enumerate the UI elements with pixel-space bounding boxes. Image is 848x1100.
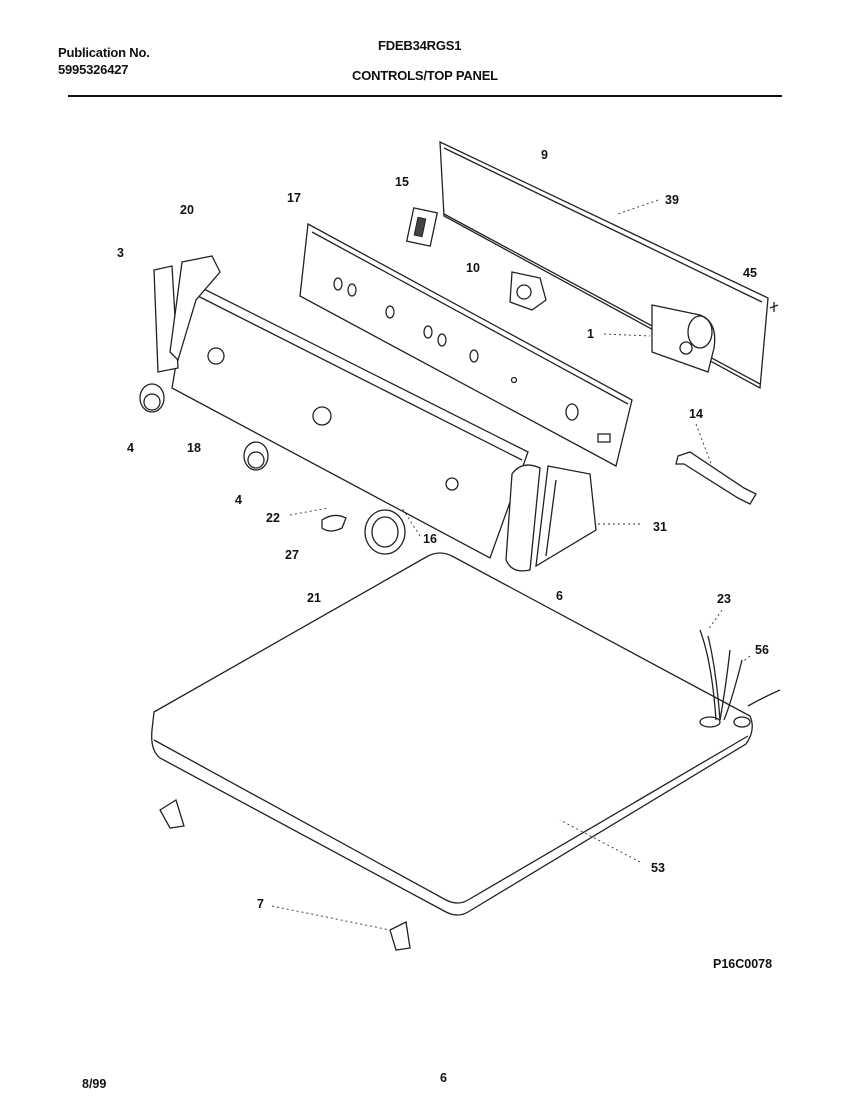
switch-part xyxy=(405,207,439,247)
callout-22: 22 xyxy=(266,511,280,525)
figure-id: P16C0078 xyxy=(713,957,773,971)
hinge-part-right xyxy=(389,921,411,951)
clip-part xyxy=(321,514,347,532)
leader-lines xyxy=(271,199,751,931)
callout-23: 23 xyxy=(717,592,731,606)
callout-21: 21 xyxy=(307,591,321,605)
callout-53: 53 xyxy=(651,861,665,875)
timer-knob-part xyxy=(364,509,406,555)
publication-label: Publication No. xyxy=(58,45,150,60)
callout-45: 45 xyxy=(743,266,757,280)
callout-17: 17 xyxy=(287,191,301,205)
knob-part-center xyxy=(243,441,269,471)
selector-switch-part xyxy=(509,271,547,311)
callout-14: 14 xyxy=(689,407,703,421)
wire-harness-part xyxy=(699,629,781,728)
page-number: 6 xyxy=(440,1071,447,1085)
publication-number: 5995326427 xyxy=(58,62,129,77)
hinge-part-left xyxy=(159,799,185,829)
header-rule xyxy=(68,95,782,97)
callout-31: 31 xyxy=(653,520,667,534)
top-panel-part xyxy=(151,552,753,916)
callout-3: 3 xyxy=(117,246,124,260)
model-number: FDEB34RGS1 xyxy=(378,38,462,53)
console-part xyxy=(171,281,529,559)
left-end-cap-part xyxy=(153,255,221,373)
knob-part-left xyxy=(139,383,165,413)
screw-part xyxy=(769,302,779,312)
right-end-cap-part xyxy=(505,464,597,572)
callout-4-center: 4 xyxy=(235,493,242,507)
callout-20: 20 xyxy=(180,203,194,217)
callout-27: 27 xyxy=(285,548,299,562)
footer-date: 8/99 xyxy=(82,1077,107,1091)
callout-16: 16 xyxy=(423,532,437,546)
section-title: CONTROLS/TOP PANEL xyxy=(352,68,498,83)
callout-10: 10 xyxy=(466,261,480,275)
callout-39: 39 xyxy=(665,193,679,207)
callout-4-left: 4 xyxy=(127,441,134,455)
callout-18: 18 xyxy=(187,441,201,455)
callout-56: 56 xyxy=(755,643,769,657)
callout-1: 1 xyxy=(587,327,594,341)
callout-6: 6 xyxy=(556,589,563,603)
bracket-part xyxy=(675,451,757,505)
callout-9: 9 xyxy=(541,148,548,162)
callout-7: 7 xyxy=(257,897,264,911)
timer-part xyxy=(651,304,716,373)
control-panel-part xyxy=(299,222,633,467)
callout-15: 15 xyxy=(395,175,409,189)
